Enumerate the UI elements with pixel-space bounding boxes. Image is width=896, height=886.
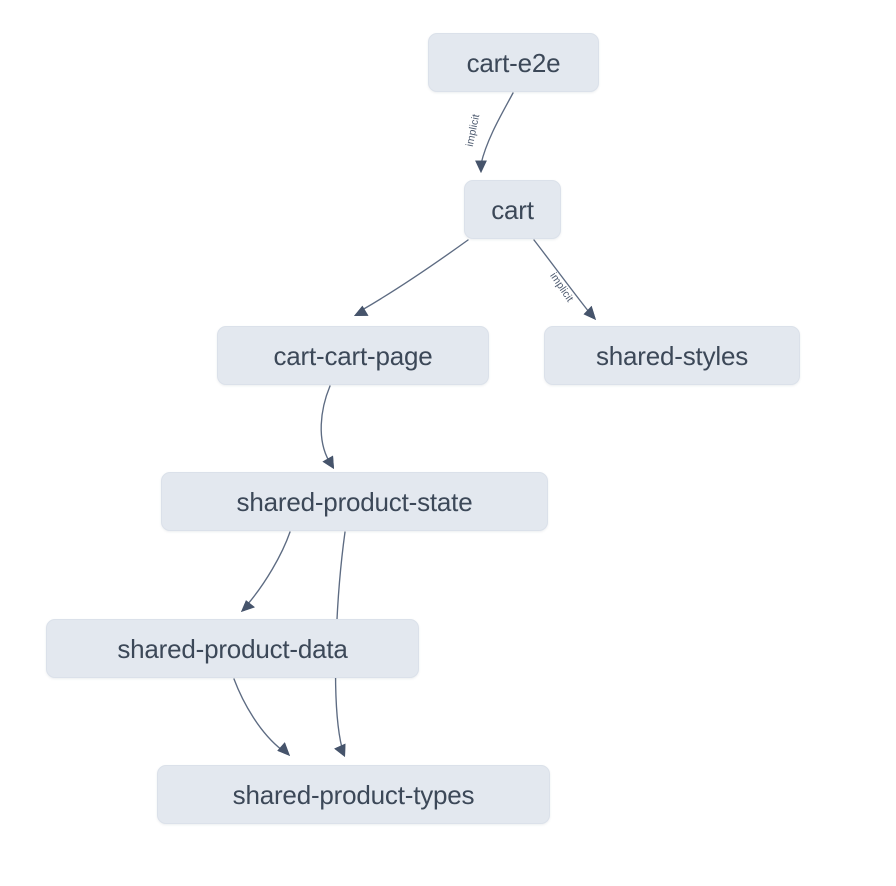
graph-node-cart[interactable]: cart	[464, 180, 561, 239]
graph-edge-cart-cart-page-to-shared-product-state[interactable]	[320, 385, 334, 469]
graph-edge-cart-to-shared-styles[interactable]	[533, 239, 596, 320]
edge-arrowhead	[277, 742, 290, 756]
edge-arrowhead	[322, 455, 334, 469]
edge-line	[533, 239, 590, 313]
graph-node-cart-e2e[interactable]: cart-e2e	[428, 33, 599, 92]
graph-node-label: shared-product-state	[236, 486, 473, 517]
edge-line	[246, 531, 291, 606]
graph-node-label: cart-e2e	[466, 47, 561, 78]
edge-line	[480, 92, 514, 165]
graph-node-label: cart-cart-page	[273, 340, 433, 371]
graph-edge-cart-to-cart-cart-page[interactable]	[354, 239, 469, 316]
graph-edge-shared-product-state-to-shared-product-data[interactable]	[241, 531, 291, 612]
edge-arrowhead	[475, 160, 487, 173]
edge-line	[361, 239, 469, 311]
graph-node-shared-product-state[interactable]: shared-product-state	[161, 472, 548, 531]
edge-line	[233, 678, 283, 751]
graph-node-shared-product-types[interactable]: shared-product-types	[157, 765, 550, 824]
graph-edge-cart-e2e-to-cart[interactable]	[475, 92, 514, 173]
graph-node-label: cart	[491, 194, 534, 225]
graph-edge-shared-product-data-to-shared-product-types[interactable]	[233, 678, 290, 756]
edge-arrowhead	[241, 600, 255, 612]
edge-arrowhead	[334, 743, 346, 757]
graph-node-label: shared-product-data	[117, 633, 348, 664]
edge-line	[320, 385, 331, 462]
graph-node-shared-styles[interactable]: shared-styles	[544, 326, 800, 385]
graph-node-label: shared-product-types	[232, 779, 475, 810]
graph-node-label: shared-styles	[595, 340, 749, 371]
graph-node-cart-cart-page[interactable]: cart-cart-page	[217, 326, 489, 385]
graph-node-shared-product-data[interactable]: shared-product-data	[46, 619, 419, 678]
